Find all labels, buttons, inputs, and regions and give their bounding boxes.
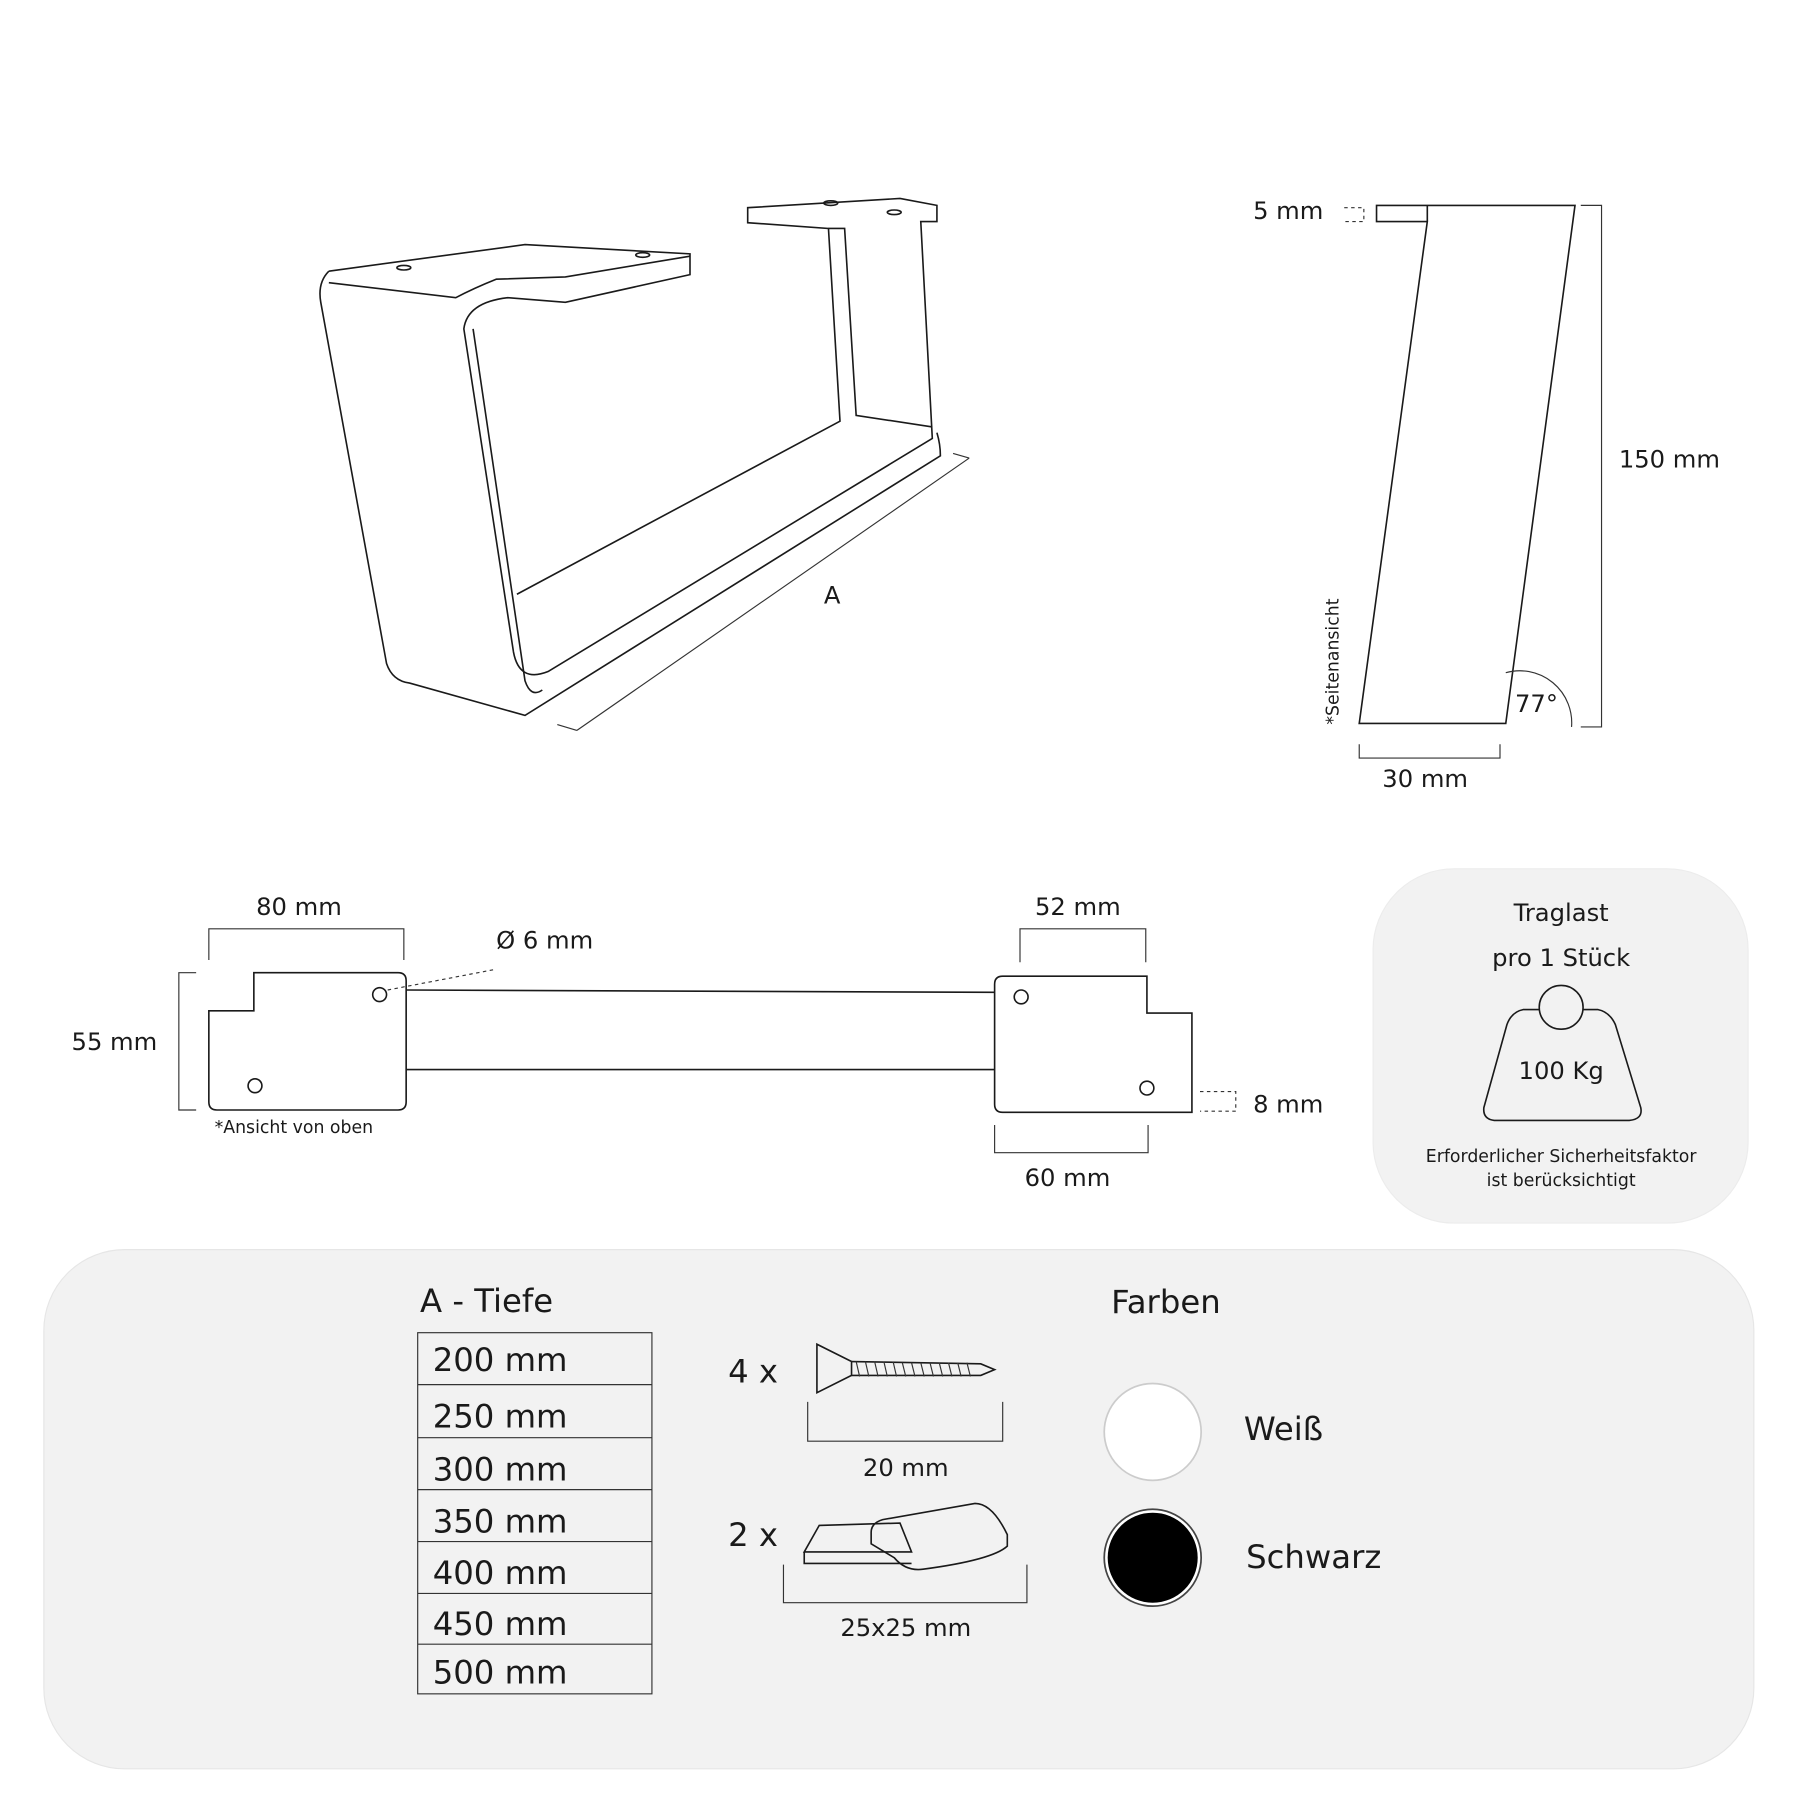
depth-table-title: A - Tiefe (420, 1282, 553, 1320)
pad-size: 25x25 mm (840, 1614, 971, 1642)
side-view-drawing: 5 mm 150 mm 30 mm 77° *Seitenansicht (1253, 197, 1720, 793)
load-title-line2: pro 1 Stück (1492, 944, 1630, 972)
depth-row: 500 mm (433, 1653, 568, 1691)
offset-label: 8 mm (1253, 1090, 1323, 1118)
load-capacity-card: Traglast pro 1 Stück 100 Kg Erforderlich… (1372, 868, 1749, 1224)
side-view-caption: *Seitenansicht (1323, 598, 1343, 724)
depth-label: A (824, 581, 841, 609)
depth-table: 200 mm 250 mm 300 mm 350 mm 400 mm 450 m… (417, 1332, 653, 1695)
depth-row: 300 mm (433, 1450, 568, 1488)
hole-label: Ø 6 mm (496, 926, 593, 954)
screw-qty: 4 x (728, 1352, 778, 1390)
color-label: Weiß (1244, 1410, 1323, 1448)
depth-row: 350 mm (433, 1502, 568, 1540)
screw-size: 20 mm (863, 1454, 949, 1482)
width-label: 30 mm (1382, 765, 1468, 793)
depth-row: 450 mm (433, 1605, 568, 1643)
color-option-white[interactable]: Weiß (1103, 1382, 1323, 1482)
depth-row: 250 mm (433, 1397, 568, 1435)
load-note-line1: Erforderlicher Sicherheitsfaktor (1426, 1147, 1698, 1167)
left-width-label: 80 mm (256, 893, 342, 921)
top-view-caption: *Ansicht von oben (215, 1118, 373, 1138)
load-note-line2: ist berücksichtigt (1487, 1171, 1636, 1191)
height-label: 150 mm (1619, 445, 1720, 473)
leg-perspective-drawing: A (319, 197, 970, 731)
black-swatch[interactable] (1107, 1512, 1198, 1603)
depth-row: 200 mm (433, 1341, 568, 1379)
height-label-top: 55 mm (72, 1028, 158, 1056)
color-option-black[interactable]: Schwarz (1103, 1508, 1381, 1608)
options-panel: A - Tiefe 200 mm 250 mm 300 mm 350 mm 40… (43, 1249, 1755, 1770)
top-view-drawing: 80 mm Ø 6 mm 55 mm *Ansicht von oben 52 … (72, 893, 1324, 1192)
load-title-line1: Traglast (1513, 899, 1609, 927)
thickness-label: 5 mm (1253, 197, 1323, 225)
colors-title: Farben (1111, 1283, 1221, 1321)
right-width-label: 52 mm (1035, 893, 1121, 921)
screw-icon (816, 1342, 997, 1394)
color-label: Schwarz (1246, 1538, 1381, 1576)
load-weight: 100 Kg (1519, 1057, 1604, 1085)
pad-qty: 2 x (728, 1516, 778, 1554)
bottom-width-label: 60 mm (1025, 1164, 1111, 1192)
depth-row: 400 mm (433, 1554, 568, 1592)
angle-label: 77° (1515, 690, 1558, 718)
felt-pad-icon (802, 1502, 1009, 1571)
white-swatch[interactable] (1103, 1382, 1203, 1482)
weight-icon (1482, 984, 1642, 1122)
